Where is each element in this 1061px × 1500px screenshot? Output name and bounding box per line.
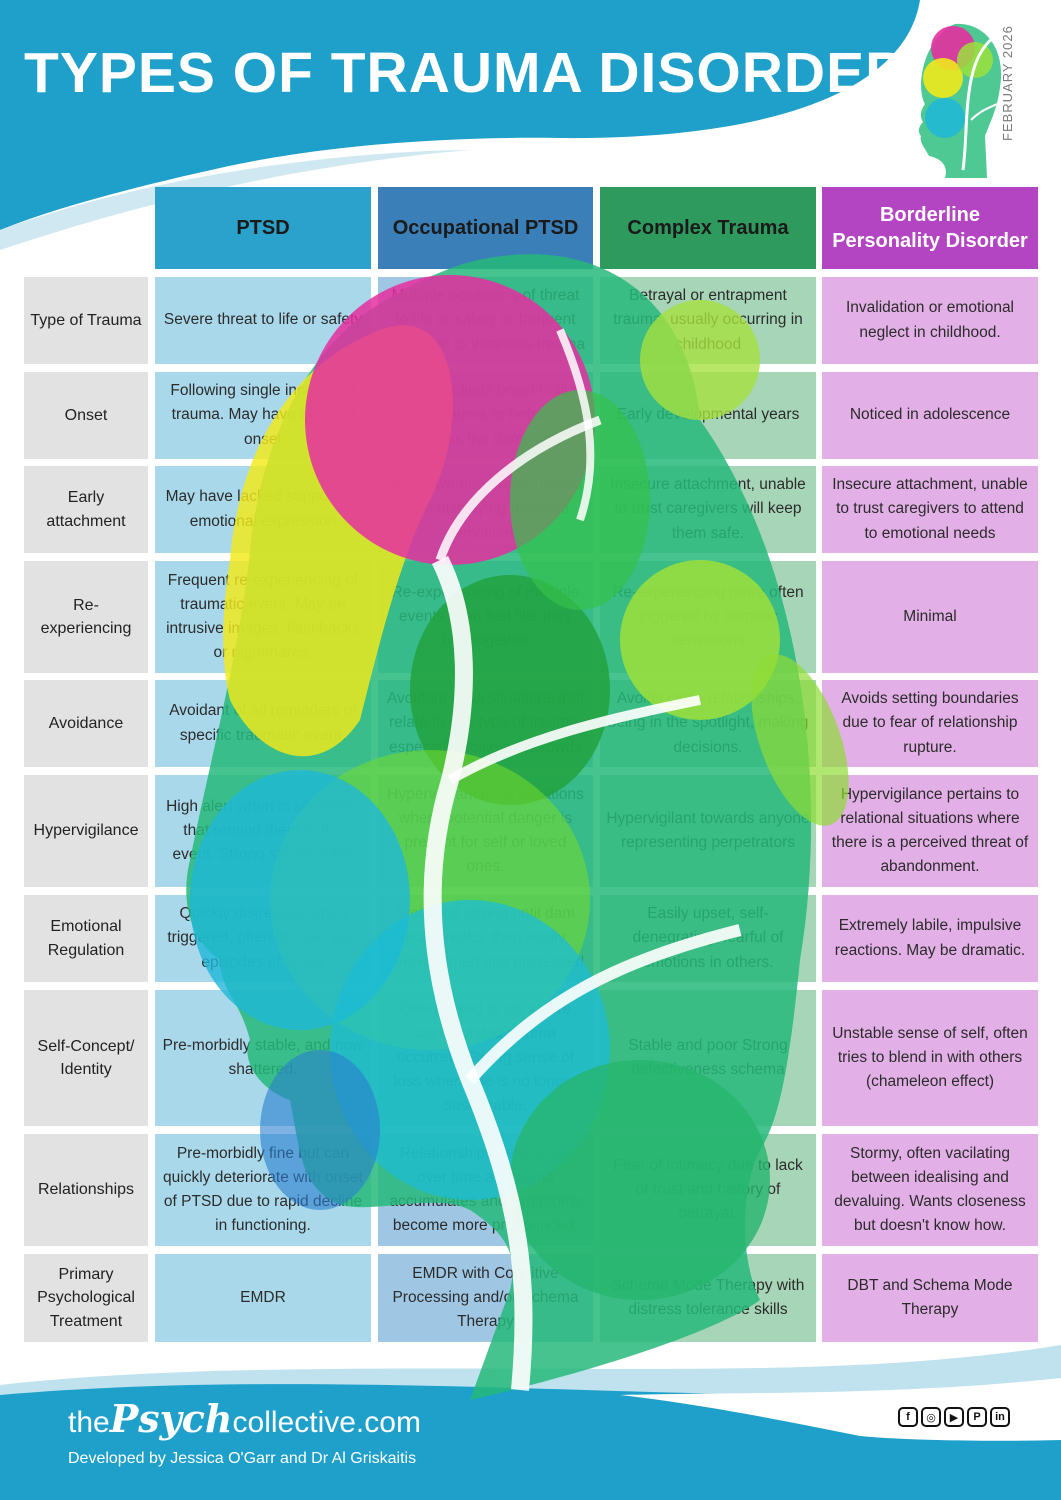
table-cell: Hypervigilant to all situations where po… [378,775,593,887]
table-cell: Severe threat to life or safety [155,277,371,364]
linkedin-icon[interactable]: in [990,1407,1010,1427]
table-cell: Fear of intimacy due to lack of trust an… [600,1134,816,1246]
table-cell: Invalidation or emotional neglect in chi… [822,277,1038,364]
column-header-occupational-ptsd: Occupational PTSD [378,187,593,269]
table-cell: Frequent re-experiencing of traumatic ev… [155,561,371,673]
table-cell: Avoidant of all reminders of specific tr… [155,680,371,767]
row-label: Self-Concept/ Identity [24,990,148,1126]
table-cell: Stable and poor Strong defectiveness sch… [600,990,816,1126]
table-cell: Insecure attachment, unable to trust car… [822,466,1038,553]
credit-line: Developed by Jessica O'Garr and Dr Al Gr… [68,1450,417,1467]
table-cell: Re-experiencing of multiple events. Can … [378,561,593,673]
table-cell: Easily upset, self-denegrating, fearful … [600,895,816,982]
column-header-complex-trauma: Complex Trauma [600,187,816,269]
table-cell: Avoidant of all situations that relate t… [378,680,593,767]
row-label: Relationships [24,1134,148,1246]
youtube-icon[interactable]: ▶ [944,1407,964,1427]
table-cell: Extremely labile, impulsive reactions. M… [822,895,1038,982]
table-cell: Pre-morbidly fine but can quickly deteri… [155,1134,371,1246]
table-cell: Early developmental years [600,372,816,459]
table-cell: Hypervigilant towards anyone representin… [600,775,816,887]
table-cell: EMDR with Cognitive Processing and/or Sc… [378,1254,593,1342]
row-label: Emotional Regulation [24,895,148,982]
table-cell: Multiple occasions of threat to life or … [378,277,593,364]
row-label: Primary Psychological Treatment [24,1254,148,1342]
table-cell: Betrayal or entrapment trauma, usually o… [600,277,816,364]
instagram-icon[interactable]: ◎ [921,1407,941,1427]
row-label: Avoidance [24,680,148,767]
table-cell: Unstable sense of self, often tries to b… [822,990,1038,1126]
table-cell: Noticed in adolescence [822,372,1038,459]
table-cell: Re-experiencing more often triggered by … [600,561,816,673]
table-cell: Often linked to job where accumulated tr… [378,990,593,1126]
row-label: Type of Trauma [24,277,148,364]
row-label: Onset [24,372,148,459]
table-cell: High alert when in situations that remin… [155,775,371,887]
table-cell: Following single incident of trauma. May… [155,372,371,459]
site-brand-script: Psych [109,1396,233,1441]
table-cell: Relationships deteriorate over time as t… [378,1134,593,1246]
mind-head-logo [918,23,1002,178]
table-cell: Insecure attachment, unable to trust car… [600,466,816,553]
table-cell: Often insidious onset until a final trau… [378,372,593,459]
site-suffix: collective.com [232,1406,421,1439]
column-header-ptsd: PTSD [155,187,371,269]
column-header-bpd: Borderline Personality Disorder [822,187,1038,269]
table-cell: Quickly distressed when triggered, often… [155,895,371,982]
page-title: TYPES OF TRAUMA DISORDERS [24,41,947,105]
table-cell: May have been discouraged from displayin… [378,466,593,553]
table-cell: Pre-morbidly stable, and now shattered. [155,990,371,1126]
site-brand[interactable]: thePsychcollective.com [68,1400,421,1438]
facebook-icon[interactable]: f [898,1407,918,1427]
site-prefix: the [68,1406,110,1439]
pinterest-icon[interactable]: P [967,1407,987,1427]
table-cell: May have lacked support for emotional ex… [155,466,371,553]
table-cell: Hypervigilance pertains to relational si… [822,775,1038,887]
table-cell: Stormy, often vacilating between idealis… [822,1134,1038,1246]
date-label: FEBRUARY 2026 [1000,25,1015,141]
header-banner [0,0,920,230]
table-cell: Avoids close relationships, being in the… [600,680,816,767]
row-label: Early attachment [24,466,148,553]
table-cell: Minimal [822,561,1038,673]
table-cell: Stoic and strong until dam wall breaks, … [378,895,593,982]
row-label: Hypervigilance [24,775,148,887]
table-cell: EMDR [155,1254,371,1342]
row-label: Re-experiencing [24,561,148,673]
table-cell: DBT and Schema Mode Therapy [822,1254,1038,1342]
table-cell: Schema Mode Therapy with distress tolera… [600,1254,816,1342]
table-cell: Avoids setting boundaries due to fear of… [822,680,1038,767]
